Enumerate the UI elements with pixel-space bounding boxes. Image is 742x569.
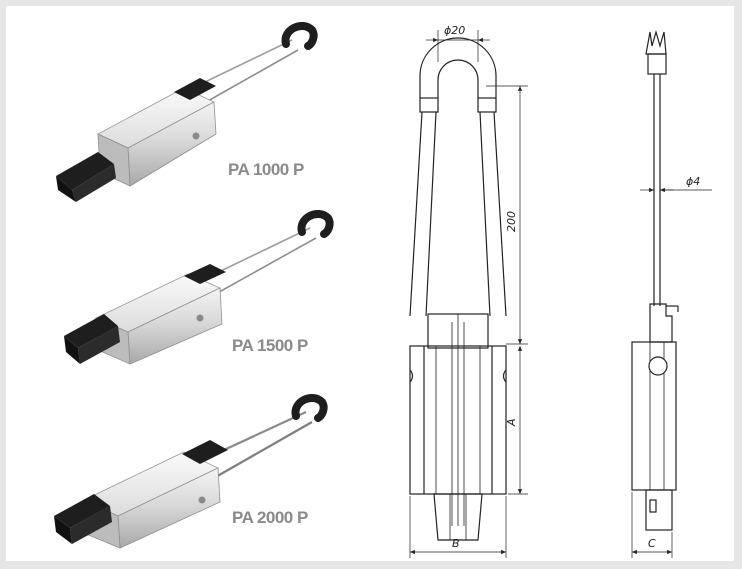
- product-image-pa1000: [56, 22, 318, 202]
- product-image-pa2000: [54, 394, 328, 549]
- product-label-pa2000: PA 2000 P: [232, 508, 308, 527]
- product-image-pa1500: [64, 210, 334, 365]
- front-view-dimensions: [409, 30, 528, 558]
- drawing-canvas: ϕ20 200 A B: [54, 22, 712, 558]
- product-label-pa1500: PA 1500 P: [232, 336, 308, 355]
- dimension-width: B: [452, 537, 460, 550]
- product-label-pa1000: PA 1000 P: [228, 160, 304, 179]
- dimension-diameter-top: ϕ20: [444, 24, 465, 37]
- front-view-drawing: [409, 37, 507, 541]
- dimension-thickness: C: [648, 537, 656, 550]
- dimension-body-length: A: [505, 418, 518, 427]
- side-view-dimensions: [631, 187, 712, 558]
- side-view-drawing: [631, 29, 679, 531]
- image-frame: ϕ20 200 A B: [6, 6, 734, 561]
- dimension-height: 200: [505, 211, 518, 232]
- dimension-wire-diameter: ϕ4: [686, 175, 700, 188]
